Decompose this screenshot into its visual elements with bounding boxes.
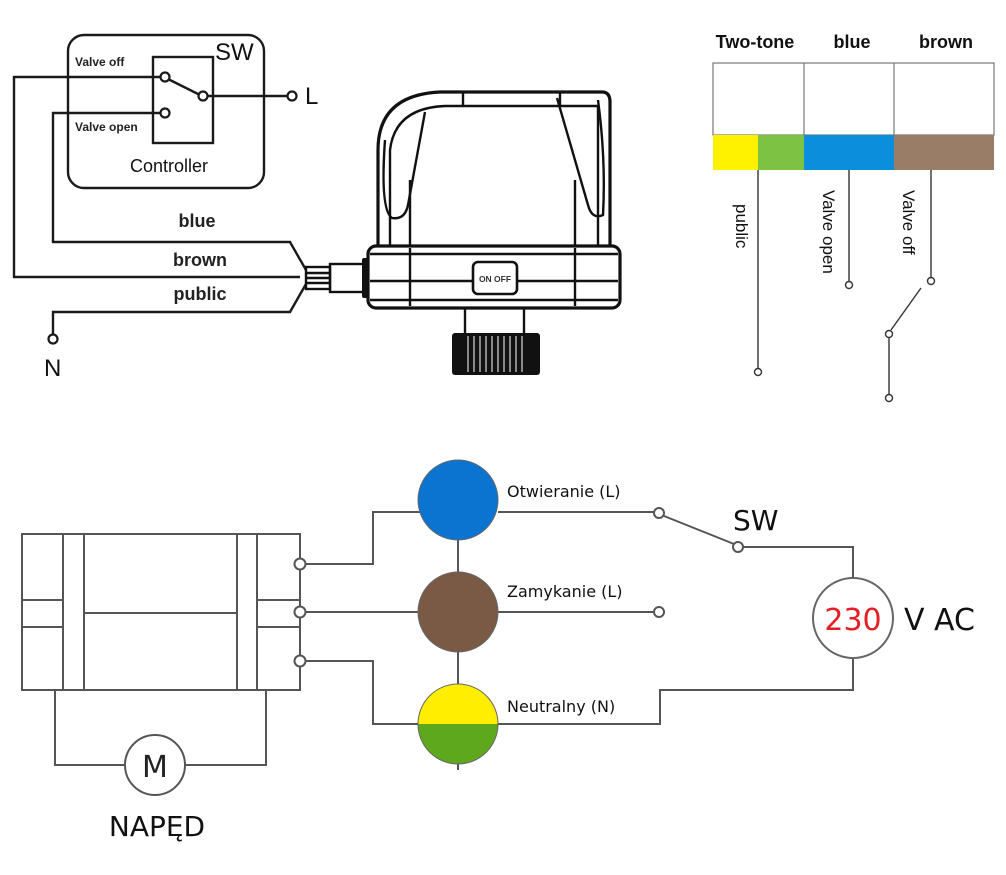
- valve-terminal-1: [293, 557, 307, 571]
- terminal-neutral: [47, 333, 59, 345]
- color-legend: Two-tone blue brown public Valve open Va…: [712, 32, 995, 403]
- knurled-nut: [452, 333, 540, 375]
- controller-label: Controller: [130, 156, 208, 176]
- supply-voltage-value: 230: [824, 603, 881, 638]
- wire-circle-neutral-bottom: [418, 724, 498, 764]
- wire-to-neutral: [305, 660, 420, 725]
- wire-circle-closing: [417, 571, 499, 653]
- on-off-switch[interactable]: [471, 260, 519, 296]
- handle-right-grip: [555, 97, 606, 218]
- actuator-drawing: ON OFF: [304, 90, 622, 375]
- switch-terminal-closing: [653, 606, 665, 618]
- line-label: L: [305, 83, 318, 110]
- legend-terminal-public: [753, 367, 763, 377]
- supply-voltage-unit: V AC: [904, 603, 975, 638]
- wire-public: [51, 283, 308, 335]
- motor-symbol-letter: M: [142, 750, 168, 785]
- valve-body: [21, 533, 301, 691]
- bottom-schematic: M NAPĘD Otwieranie (L) Zamykanie (L) Neu…: [21, 459, 975, 843]
- legend-header-blue: blue: [833, 32, 870, 52]
- legend-header-brown: brown: [919, 32, 973, 52]
- legend-function-valve-off: Valve off: [899, 190, 918, 255]
- neutral-label: N: [44, 355, 61, 382]
- power-supply-symbol: [812, 577, 894, 659]
- wire-valve-open: [51, 111, 308, 271]
- switch-label: SW: [215, 39, 254, 66]
- legend-terminal-valve-open: [844, 280, 854, 290]
- on-off-label: ON OFF: [479, 274, 511, 284]
- wire-label-blue: blue: [178, 211, 215, 231]
- wire-circle-neutral-top: [418, 684, 498, 724]
- wire-label-brown: brown: [173, 250, 227, 270]
- motor-symbol: [124, 734, 186, 796]
- swatch-yellow: [713, 135, 758, 170]
- valve-terminal-2: [293, 605, 307, 619]
- legend-header-two-tone: Two-tone: [716, 32, 795, 52]
- label-closing: Zamykanie (L): [507, 582, 623, 601]
- terminal-line: [286, 90, 298, 102]
- switch-terminal-opening: [653, 507, 665, 519]
- swatch-blue: [804, 135, 894, 170]
- bottom-switch-label: SW: [733, 504, 778, 537]
- swatch-green: [758, 135, 804, 170]
- swatch-brown: [894, 135, 994, 170]
- legend-function-public: public: [732, 204, 751, 249]
- label-neutral: Neutralny (N): [507, 697, 615, 716]
- controller-box: [66, 33, 266, 190]
- actuator-handle: [376, 90, 612, 248]
- motor-label: NAPĘD: [109, 810, 205, 843]
- terminal-valve-open: [159, 107, 171, 119]
- wire-valve-off: [12, 75, 300, 279]
- switch-lever-bottom: [663, 515, 735, 545]
- terminal-valve-off: [159, 71, 171, 83]
- switch-lever: [167, 77, 201, 97]
- valve-off-label: Valve off: [75, 55, 125, 69]
- label-opening: Otwieranie (L): [507, 482, 621, 501]
- switch-terminal-common: [732, 541, 744, 553]
- handle-left-grip: [382, 111, 427, 220]
- terminal-common: [197, 90, 209, 102]
- valve-open-label: Valve open: [75, 120, 138, 134]
- legend-terminal-valve-off: [926, 276, 936, 286]
- wire-circle-opening: [417, 459, 499, 541]
- switch-box: [151, 55, 215, 145]
- legend-switch-lever: [890, 287, 922, 331]
- wire-label-public: public: [174, 284, 227, 304]
- wire-to-blue: [305, 511, 420, 565]
- legend-function-valve-open: Valve open: [819, 190, 838, 274]
- controller-schematic: SW Valve off Valve open Controller L N b…: [12, 33, 318, 382]
- valve-terminal-3: [293, 654, 307, 668]
- cable-gland: [328, 262, 366, 294]
